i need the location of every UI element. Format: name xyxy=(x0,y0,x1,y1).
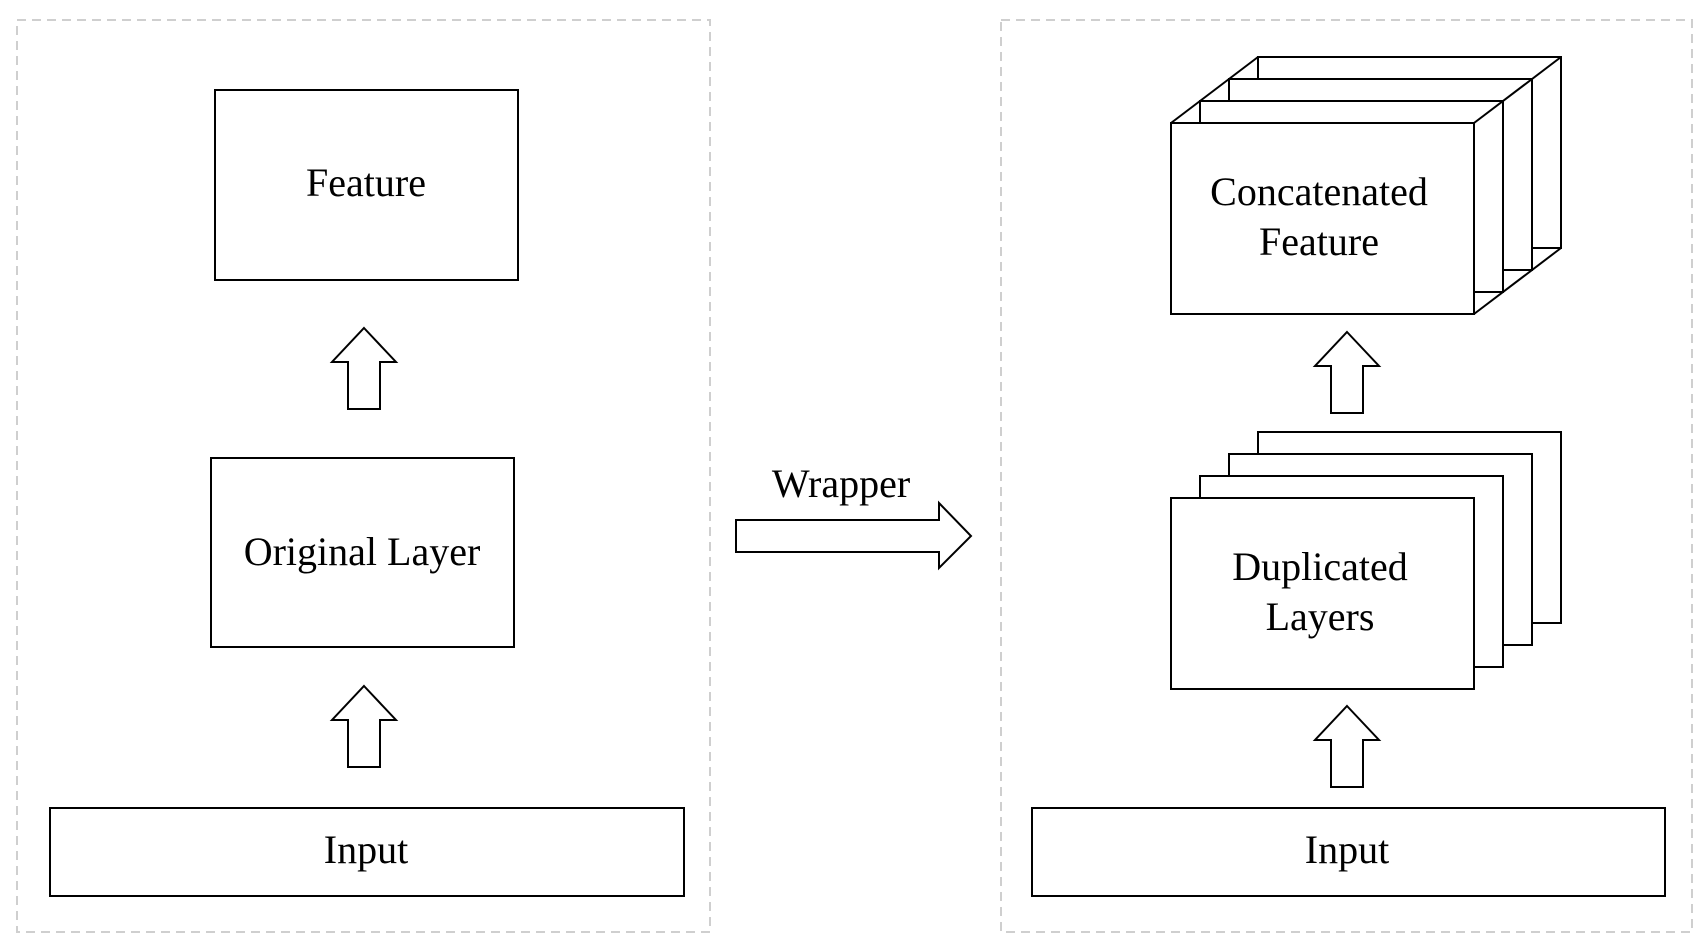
original-layer-to-feature-arrow xyxy=(329,326,399,410)
original-input-label: Input xyxy=(324,827,408,872)
duplicated-layers-label-line1: Duplicated xyxy=(1232,544,1408,589)
original-input-box xyxy=(49,807,685,897)
wrapped-panel-border xyxy=(1000,19,1693,933)
wrapped-panel: Concatenated Feature Duplicated Layers I… xyxy=(1000,19,1693,933)
original-input-to-layer-arrow xyxy=(329,684,399,768)
original-feature-block: Feature xyxy=(214,89,519,281)
original-layer-label: Original Layer xyxy=(244,529,481,574)
original-panel: Feature Original Layer Input xyxy=(16,19,711,933)
concatenated-feature-label-line1: Concatenated xyxy=(1210,169,1428,214)
duplicated-layers-label-line2: Layers xyxy=(1266,594,1375,639)
concatenated-feature-stack: Concatenated Feature xyxy=(1170,56,1562,315)
wrapped-input-block: Input xyxy=(1031,807,1666,897)
concatenated-feature-depth-edges xyxy=(1170,56,1562,315)
duplicated-layers-to-feature-arrow xyxy=(1312,330,1382,414)
original-panel-border xyxy=(16,19,711,933)
duplicated-layers-stack: Duplicated Layers xyxy=(1170,431,1562,690)
wrapper-transform: Wrapper xyxy=(735,461,973,571)
duplicated-layer-front-box xyxy=(1170,497,1475,690)
wrapped-input-label: Input xyxy=(1305,827,1389,872)
wrapped-input-to-layers-arrow xyxy=(1312,704,1382,788)
wrapper-arrow xyxy=(735,500,973,571)
original-feature-box xyxy=(214,89,519,281)
concatenated-feature-front-box xyxy=(1170,122,1475,315)
wrapped-input-box xyxy=(1031,807,1666,897)
original-layer-box xyxy=(210,457,515,648)
original-feature-label: Feature xyxy=(306,160,426,205)
original-input-block: Input xyxy=(49,807,685,897)
wrapper-label: Wrapper xyxy=(772,461,910,506)
concatenated-feature-label-line2: Feature xyxy=(1259,219,1379,264)
original-layer-block: Original Layer xyxy=(210,457,515,648)
